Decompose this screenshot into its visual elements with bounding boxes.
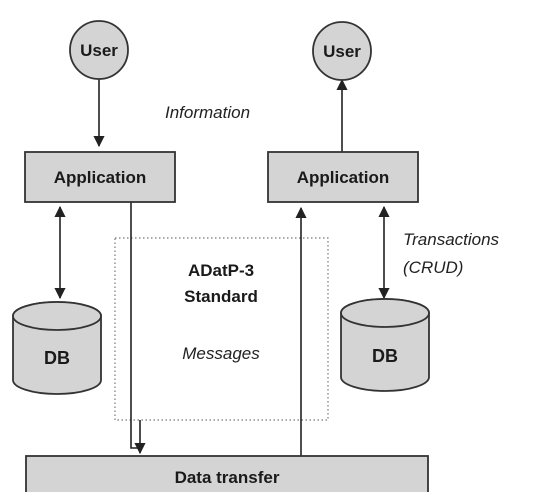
standard-line2: Standard bbox=[184, 287, 258, 306]
arrow-app-left-to-transfer bbox=[130, 202, 140, 449]
data-transfer-node: Data transfer bbox=[25, 455, 429, 492]
db-right-label: DB bbox=[372, 346, 398, 366]
crud-label: (CRUD) bbox=[403, 258, 463, 277]
messages-label: Messages bbox=[182, 344, 260, 363]
db-right-node: DB bbox=[340, 298, 430, 392]
user-right-node: User bbox=[312, 21, 372, 81]
application-right-node: Application bbox=[267, 151, 419, 203]
db-left-label: DB bbox=[44, 348, 70, 368]
application-right-label: Application bbox=[297, 168, 390, 187]
db-left-node: DB bbox=[12, 301, 102, 395]
user-right-label: User bbox=[323, 42, 361, 61]
information-label: Information bbox=[165, 103, 250, 122]
standard-region bbox=[114, 237, 329, 421]
user-left-label: User bbox=[80, 41, 118, 60]
transactions-label: Transactions bbox=[403, 230, 500, 249]
standard-line1: ADatP-3 bbox=[188, 261, 254, 280]
application-left-node: Application bbox=[24, 151, 176, 203]
application-left-label: Application bbox=[54, 168, 147, 187]
data-transfer-label: Data transfer bbox=[175, 468, 280, 487]
user-left-node: User bbox=[69, 20, 129, 80]
